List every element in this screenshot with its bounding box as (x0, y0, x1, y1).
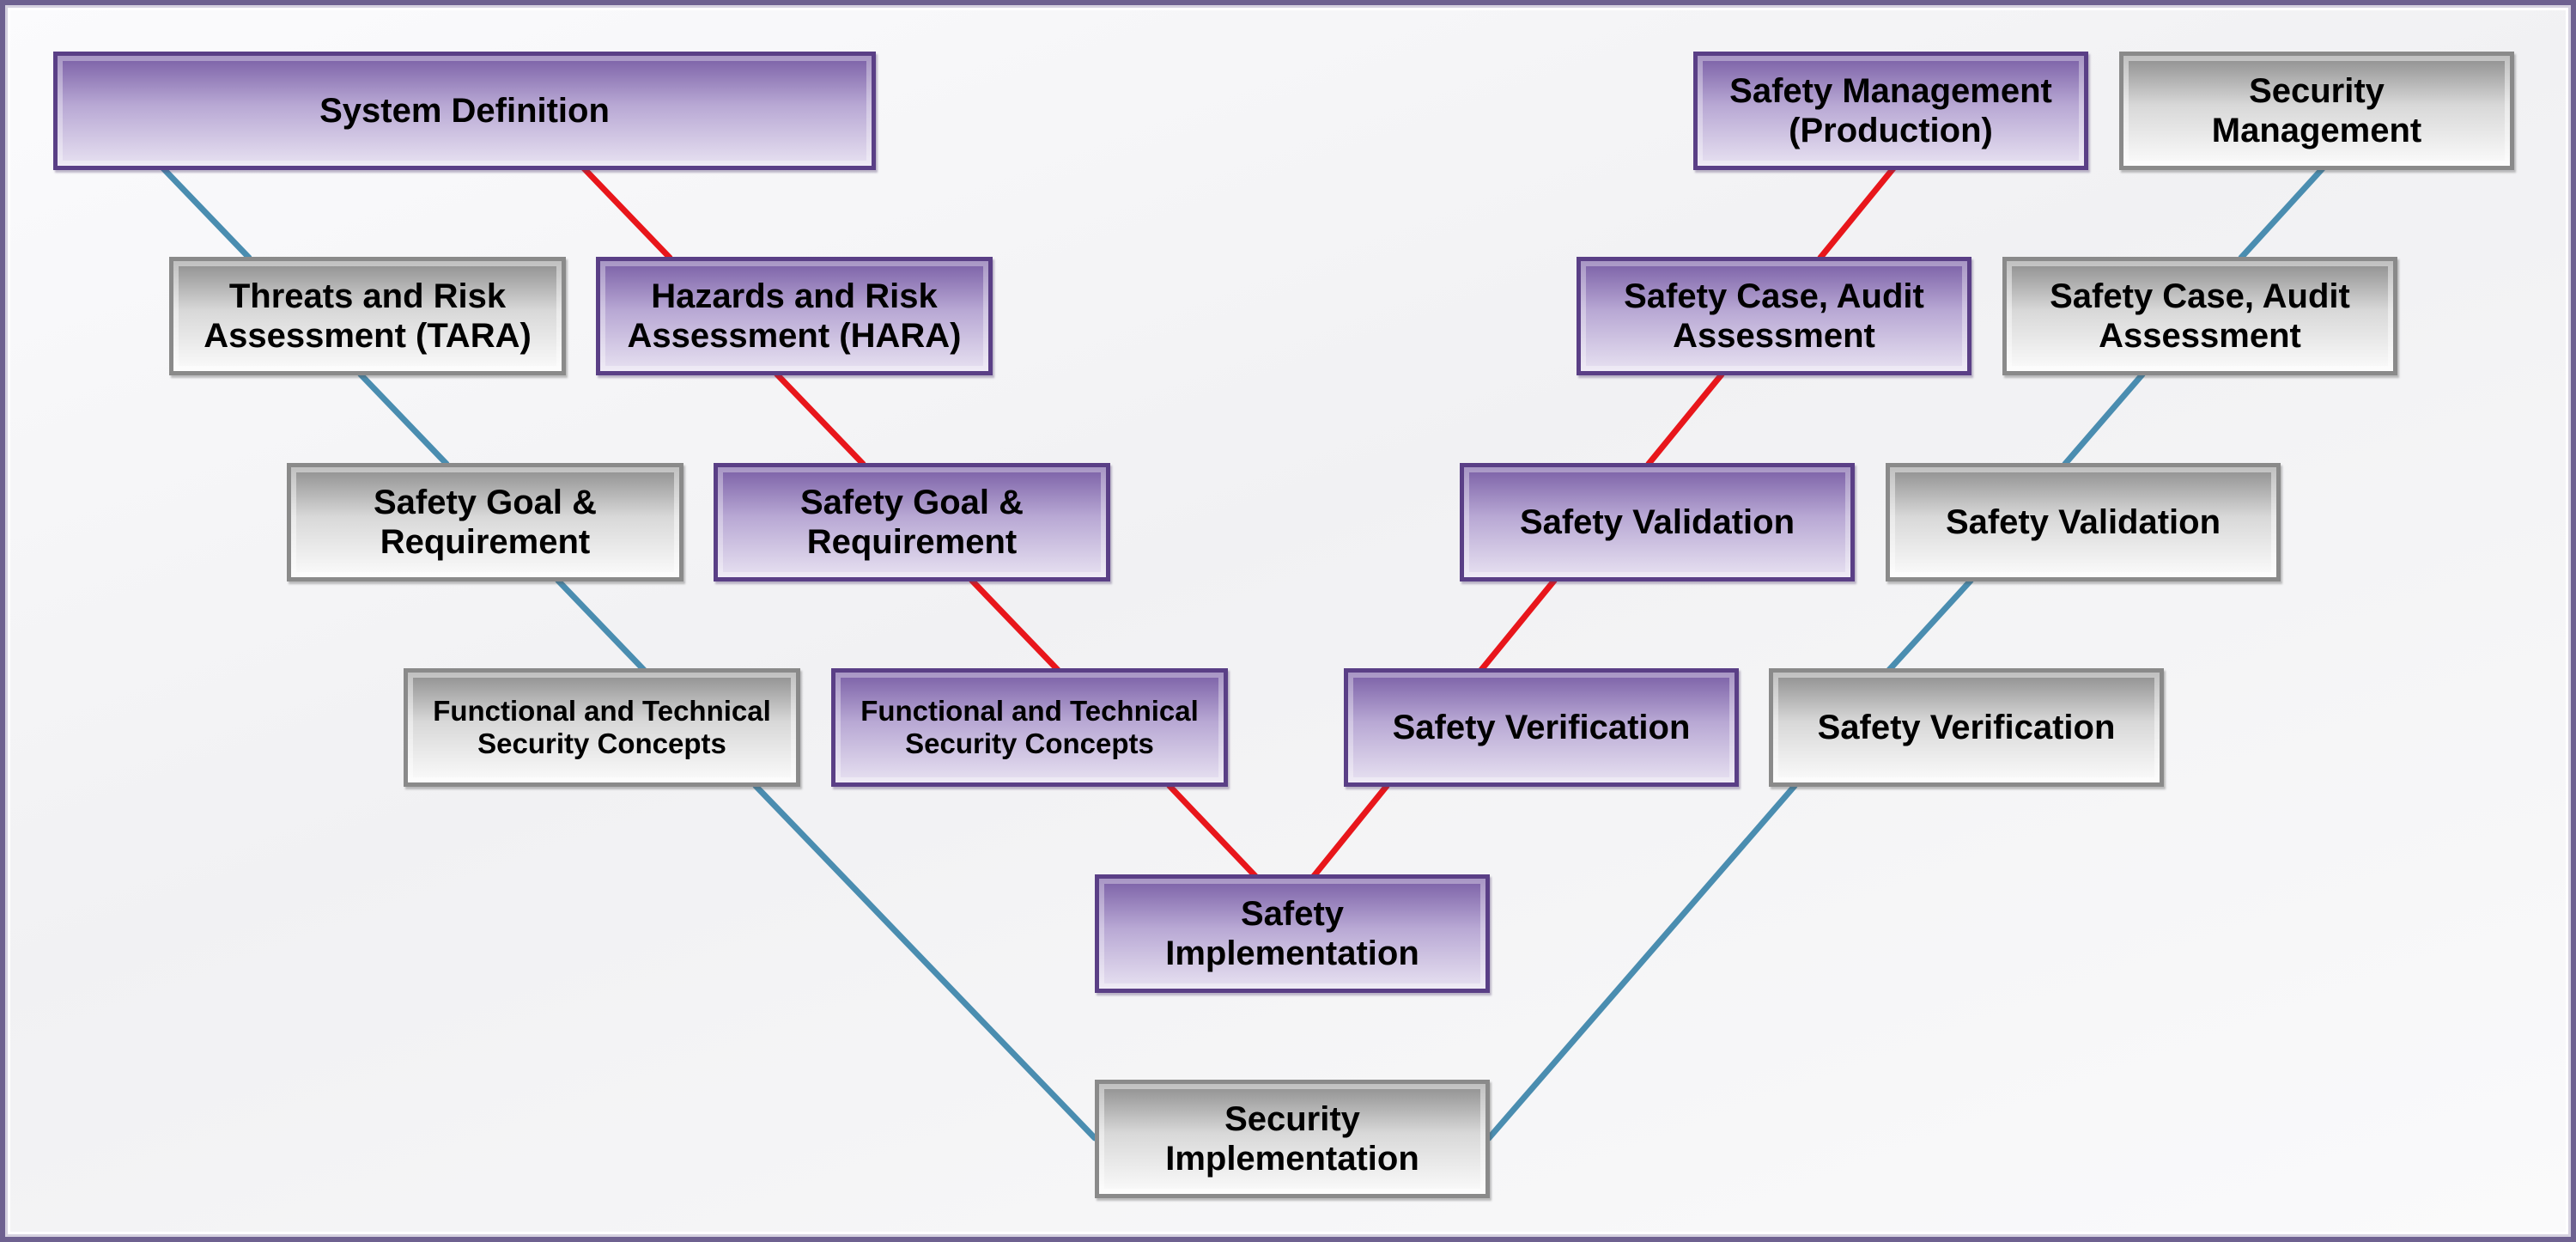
safety-link-5 (1310, 782, 1390, 880)
security-management-label: Security Management (2211, 72, 2422, 149)
safety-implementation-label: Safety Implementation (1165, 895, 1419, 972)
safety-link-8 (1817, 165, 1897, 261)
safety-concepts-label: Functional and Technical Security Concep… (860, 695, 1199, 759)
safety-case-audit-label: Safety Case, Audit Assessment (1624, 277, 1924, 355)
security-link-1 (160, 165, 252, 261)
safety-goal-requirement-label: Safety Goal & Requirement (799, 484, 1024, 561)
system-definition-box: System Definition (53, 52, 876, 170)
security-concepts-label: Functional and Technical Security Concep… (433, 695, 771, 759)
security-case-audit-box: Safety Case, Audit Assessment (2002, 257, 2397, 375)
safety-link-6 (1478, 577, 1558, 673)
hazards-hara-label: Hazards and Risk Assessment (HARA) (627, 277, 962, 355)
safety-validation-label: Safety Validation (1519, 503, 1795, 541)
safety-link-2 (774, 371, 866, 467)
security-link-4 (752, 782, 1098, 1142)
security-case-audit-label: Safety Case, Audit Assessment (2050, 277, 2350, 355)
security-link-2 (357, 371, 450, 467)
safety-management-box: Safety Management (Production) (1693, 52, 2088, 170)
security-goal-requirement-box: Safety Goal & Requirement (287, 463, 683, 581)
security-goal-requirement-label: Safety Goal & Requirement (373, 484, 598, 561)
safety-verification-label: Safety Verification (1392, 709, 1691, 746)
security-implementation-box: Security Implementation (1095, 1080, 1490, 1198)
threats-tara-label: Threats and Risk Assessment (TARA) (204, 277, 532, 355)
safety-management-label: Safety Management (Production) (1729, 72, 2052, 149)
security-validation-label: Safety Validation (1945, 503, 2221, 541)
safety-concepts-box: Functional and Technical Security Concep… (831, 668, 1228, 787)
security-link-8 (2238, 165, 2326, 261)
security-verification-box: Safety Verification (1769, 668, 2164, 787)
safety-link-4 (1166, 782, 1259, 880)
safety-link-7 (1645, 371, 1725, 467)
security-management-box: Security Management (2119, 52, 2514, 170)
security-link-3 (555, 577, 647, 673)
safety-validation-box: Safety Validation (1460, 463, 1855, 581)
safety-link-1 (580, 165, 673, 261)
security-verification-label: Safety Verification (1817, 709, 2116, 746)
safety-verification-box: Safety Verification (1344, 668, 1739, 787)
security-implementation-label: Security Implementation (1165, 1100, 1419, 1178)
hazards-hara-box: Hazards and Risk Assessment (HARA) (596, 257, 993, 375)
safety-case-audit-box: Safety Case, Audit Assessment (1577, 257, 1971, 375)
security-link-6 (1886, 577, 1974, 673)
safety-implementation-box: Safety Implementation (1095, 874, 1490, 993)
security-link-5 (1485, 782, 1798, 1142)
threats-tara-box: Threats and Risk Assessment (TARA) (169, 257, 566, 375)
safety-goal-requirement-box: Safety Goal & Requirement (714, 463, 1110, 581)
security-concepts-box: Functional and Technical Security Concep… (404, 668, 800, 787)
system-definition-label: System Definition (319, 92, 610, 130)
safety-link-3 (969, 577, 1061, 673)
security-validation-box: Safety Validation (1886, 463, 2281, 581)
security-link-7 (2062, 371, 2146, 467)
